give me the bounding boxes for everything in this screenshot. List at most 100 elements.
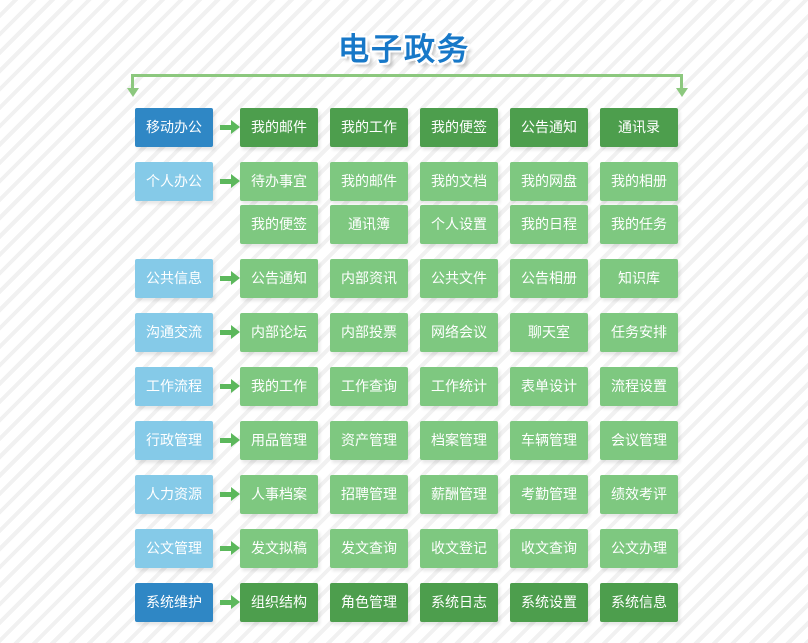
arrow-head (231, 120, 240, 134)
arrow-shaft (220, 179, 232, 184)
arrow-shaft (220, 276, 232, 281)
item-line: 我的便签通讯簿个人设置我的日程我的任务 (240, 205, 678, 244)
arrow-right-icon (213, 162, 240, 201)
bracket-line-left (131, 76, 134, 88)
arrow-right-icon (213, 421, 240, 460)
menu-item[interactable]: 公告相册 (510, 259, 588, 298)
menu-item[interactable]: 系统日志 (420, 583, 498, 622)
menu-item[interactable]: 招聘管理 (330, 475, 408, 514)
menu-item[interactable]: 任务安排 (600, 313, 678, 352)
menu-item[interactable]: 收文查询 (510, 529, 588, 568)
category-box[interactable]: 行政管理 (135, 421, 213, 460)
bracket-line (131, 74, 683, 77)
menu-item[interactable]: 资产管理 (330, 421, 408, 460)
menu-item[interactable]: 考勤管理 (510, 475, 588, 514)
arrow-right-icon (213, 313, 240, 352)
menu-item[interactable]: 内部投票 (330, 313, 408, 352)
arrow-head (231, 541, 240, 555)
menu-item[interactable]: 薪酬管理 (420, 475, 498, 514)
menu-item[interactable]: 通讯簿 (330, 205, 408, 244)
menu-item[interactable]: 我的相册 (600, 162, 678, 201)
diagram-row: 个人办公待办事宜我的邮件我的文档我的网盘我的相册我的便签通讯簿个人设置我的日程我… (135, 162, 678, 244)
menu-item[interactable]: 我的日程 (510, 205, 588, 244)
menu-item[interactable]: 内部论坛 (240, 313, 318, 352)
diagram-row: 公共信息公告通知内部资讯公共文件公告相册知识库 (135, 259, 678, 298)
item-lines: 发文拟稿发文查询收文登记收文查询公文办理 (240, 529, 678, 568)
item-line: 公告通知内部资讯公共文件公告相册知识库 (240, 259, 678, 298)
diagram-row: 系统维护组织结构角色管理系统日志系统设置系统信息 (135, 583, 678, 622)
arrow-shaft (220, 330, 232, 335)
menu-item[interactable]: 我的文档 (420, 162, 498, 201)
item-lines: 用品管理资产管理档案管理车辆管理会议管理 (240, 421, 678, 460)
menu-item[interactable]: 档案管理 (420, 421, 498, 460)
menu-item[interactable]: 公共文件 (420, 259, 498, 298)
module-rows: 移动办公我的邮件我的工作我的便签公告通知通讯录个人办公待办事宜我的邮件我的文档我… (135, 108, 678, 622)
arrow-right-icon (213, 259, 240, 298)
menu-item[interactable]: 公告通知 (240, 259, 318, 298)
menu-item[interactable]: 我的便签 (420, 108, 498, 147)
menu-item[interactable]: 车辆管理 (510, 421, 588, 460)
item-line: 待办事宜我的邮件我的文档我的网盘我的相册 (240, 162, 678, 201)
menu-item[interactable]: 我的网盘 (510, 162, 588, 201)
menu-item[interactable]: 个人设置 (420, 205, 498, 244)
menu-item[interactable]: 公告通知 (510, 108, 588, 147)
category-box[interactable]: 系统维护 (135, 583, 213, 622)
diagram-row: 移动办公我的邮件我的工作我的便签公告通知通讯录 (135, 108, 678, 147)
menu-item[interactable]: 系统设置 (510, 583, 588, 622)
item-line: 人事档案招聘管理薪酬管理考勤管理绩效考评 (240, 475, 678, 514)
menu-item[interactable]: 我的便签 (240, 205, 318, 244)
menu-item[interactable]: 网络会议 (420, 313, 498, 352)
arrow-right-icon (213, 529, 240, 568)
item-line: 组织结构角色管理系统日志系统设置系统信息 (240, 583, 678, 622)
menu-item[interactable]: 工作查询 (330, 367, 408, 406)
item-line: 我的邮件我的工作我的便签公告通知通讯录 (240, 108, 678, 147)
menu-item[interactable]: 会议管理 (600, 421, 678, 460)
arrow-down-icon (127, 88, 139, 97)
item-lines: 公告通知内部资讯公共文件公告相册知识库 (240, 259, 678, 298)
category-box[interactable]: 公共信息 (135, 259, 213, 298)
arrow-head (231, 271, 240, 285)
menu-item[interactable]: 内部资讯 (330, 259, 408, 298)
menu-item[interactable]: 我的工作 (330, 108, 408, 147)
menu-item[interactable]: 发文查询 (330, 529, 408, 568)
menu-item[interactable]: 工作统计 (420, 367, 498, 406)
category-box[interactable]: 沟通交流 (135, 313, 213, 352)
category-box[interactable]: 人力资源 (135, 475, 213, 514)
item-lines: 待办事宜我的邮件我的文档我的网盘我的相册我的便签通讯簿个人设置我的日程我的任务 (240, 162, 678, 244)
arrow-shaft (220, 438, 232, 443)
menu-item[interactable]: 收文登记 (420, 529, 498, 568)
menu-item[interactable]: 待办事宜 (240, 162, 318, 201)
menu-item[interactable]: 我的工作 (240, 367, 318, 406)
menu-item[interactable]: 我的任务 (600, 205, 678, 244)
menu-item[interactable]: 系统信息 (600, 583, 678, 622)
menu-item[interactable]: 公文办理 (600, 529, 678, 568)
menu-item[interactable]: 发文拟稿 (240, 529, 318, 568)
menu-item[interactable]: 我的邮件 (330, 162, 408, 201)
category-box[interactable]: 工作流程 (135, 367, 213, 406)
category-box[interactable]: 个人办公 (135, 162, 213, 201)
category-box[interactable]: 公文管理 (135, 529, 213, 568)
menu-item[interactable]: 表单设计 (510, 367, 588, 406)
diagram-row: 人力资源人事档案招聘管理薪酬管理考勤管理绩效考评 (135, 475, 678, 514)
menu-item[interactable]: 聊天室 (510, 313, 588, 352)
page-title: 电子政务 (338, 32, 470, 67)
arrow-head (231, 433, 240, 447)
menu-item[interactable]: 知识库 (600, 259, 678, 298)
item-lines: 组织结构角色管理系统日志系统设置系统信息 (240, 583, 678, 622)
menu-item[interactable]: 人事档案 (240, 475, 318, 514)
menu-item[interactable]: 通讯录 (600, 108, 678, 147)
item-lines: 我的工作工作查询工作统计表单设计流程设置 (240, 367, 678, 406)
menu-item[interactable]: 组织结构 (240, 583, 318, 622)
menu-item[interactable]: 用品管理 (240, 421, 318, 460)
menu-item[interactable]: 角色管理 (330, 583, 408, 622)
arrow-right-icon (213, 367, 240, 406)
diagram-row: 公文管理发文拟稿发文查询收文登记收文查询公文办理 (135, 529, 678, 568)
item-line: 发文拟稿发文查询收文登记收文查询公文办理 (240, 529, 678, 568)
menu-item[interactable]: 绩效考评 (600, 475, 678, 514)
menu-item[interactable]: 流程设置 (600, 367, 678, 406)
category-box[interactable]: 移动办公 (135, 108, 213, 147)
item-line: 用品管理资产管理档案管理车辆管理会议管理 (240, 421, 678, 460)
menu-item[interactable]: 我的邮件 (240, 108, 318, 147)
arrow-head (231, 174, 240, 188)
